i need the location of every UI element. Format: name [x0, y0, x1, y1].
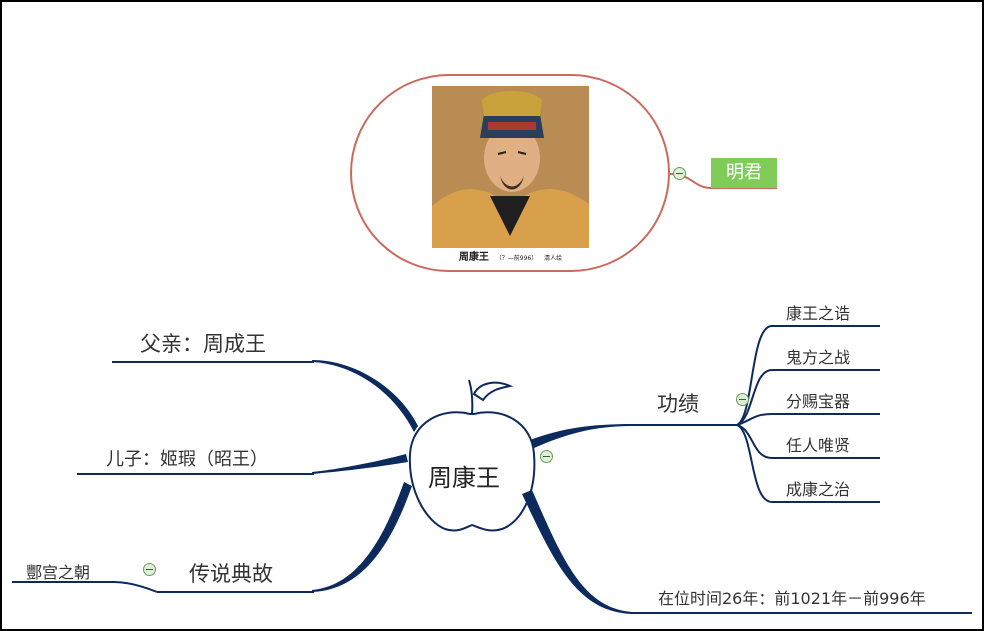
- connector-reign: [522, 490, 632, 614]
- connector-ach-3: [736, 413, 773, 426]
- connector-legend-child: [113, 581, 158, 593]
- topic-legends[interactable]: 传说典故: [189, 562, 273, 586]
- connector-father: [312, 360, 418, 432]
- portrait-caption: 周康王 （？—前996） 清人绘: [432, 248, 589, 268]
- topic-mingjun[interactable]: 明君: [711, 158, 777, 188]
- connector-achievements: [530, 424, 632, 448]
- apple-outline: [408, 411, 536, 532]
- apple-stem: [468, 379, 474, 415]
- caption-name: 周康王: [458, 252, 489, 263]
- collapse-toggle-portrait[interactable]: [673, 167, 686, 180]
- collapse-toggle-center[interactable]: [540, 450, 553, 463]
- topic-ach-2[interactable]: 鬼方之战: [786, 348, 851, 367]
- caption-source: 清人绘: [544, 255, 563, 262]
- topic-ach-4[interactable]: 任人唯贤: [786, 436, 851, 455]
- topic-achievements[interactable]: 功绩: [657, 392, 699, 416]
- topic-father[interactable]: 父亲：周成王: [140, 332, 266, 356]
- connector-ach-1: [736, 325, 773, 426]
- collapse-toggle-achievements[interactable]: [736, 393, 749, 406]
- topic-son[interactable]: 儿子：姬瑕（昭王）: [106, 449, 268, 470]
- central-topic[interactable]: 周康王: [428, 464, 500, 492]
- connector-ach-5: [736, 424, 773, 503]
- topic-ach-5[interactable]: 成康之治: [786, 480, 851, 499]
- topic-fenggong[interactable]: 酆宫之朝: [26, 563, 91, 582]
- connector-ach-2: [736, 369, 773, 426]
- connector-legend: [312, 482, 412, 592]
- topic-reign[interactable]: 在位时间26年：前1021年－前996年: [658, 589, 926, 608]
- topic-ach-1[interactable]: 康王之诰: [786, 304, 851, 323]
- apple-leaf: [472, 381, 514, 402]
- king-portrait-image: [432, 86, 589, 248]
- caption-years: （？—前996）: [495, 255, 538, 262]
- topic-ach-3[interactable]: 分赐宝器: [786, 392, 851, 411]
- collapse-toggle-legends[interactable]: [143, 563, 156, 576]
- connector-son: [312, 454, 408, 474]
